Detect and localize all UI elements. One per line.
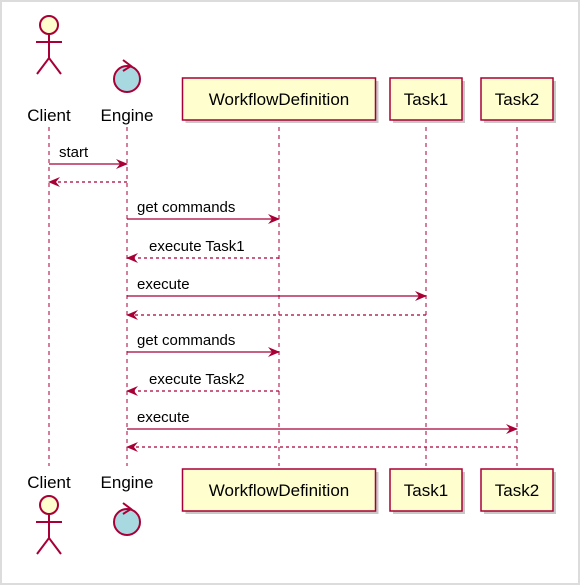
participant-name: Engine: [101, 106, 154, 125]
participant-box: [389, 77, 463, 121]
participant-box: [480, 468, 554, 512]
participant-task1-top: Task1: [389, 77, 465, 123]
actor-body: [36, 34, 62, 75]
participant-box: [181, 468, 377, 512]
actor-body: [36, 514, 62, 555]
participant-name: Task2: [495, 481, 539, 500]
participant-name: Task1: [404, 481, 448, 500]
participant-client-bottom: Client: [27, 473, 71, 555]
participant-box: [181, 77, 377, 121]
message-label: get commands: [137, 199, 235, 216]
participant-task2-top: Task2: [480, 77, 556, 123]
participant-name: Client: [27, 106, 71, 125]
message-label: start: [59, 144, 89, 161]
message-8: execute Task2: [126, 371, 279, 396]
participant-name: WorkflowDefinition: [209, 90, 349, 109]
message-9: execute: [127, 409, 518, 434]
participant-name: Client: [27, 473, 71, 492]
participant-box: [480, 77, 554, 121]
message-5: execute: [127, 276, 427, 301]
participant-name: Task1: [404, 90, 448, 109]
participant-name: Task2: [495, 90, 539, 109]
control-arrow: [122, 59, 133, 72]
participant-heads-bottom: Client Engine WorkflowDefinition Task1 Task2: [27, 468, 556, 555]
participant-heads-top: Client Engine WorkflowDefinition Task1 Task2: [27, 15, 556, 125]
actor-head: [39, 15, 59, 35]
participant-workflow-top: WorkflowDefinition: [181, 77, 379, 123]
message-4: execute Task1: [126, 238, 279, 263]
participant-box: [389, 468, 463, 512]
message-label: execute: [137, 276, 190, 293]
control-circle: [113, 65, 141, 93]
participant-name: WorkflowDefinition: [209, 481, 349, 500]
message-label: execute Task1: [149, 238, 245, 255]
message-3: get commands: [127, 199, 280, 224]
participant-client-top: Client: [27, 15, 71, 125]
control-arrow: [122, 502, 133, 515]
participant-task1-bottom: Task1: [389, 468, 465, 514]
participant-name: Engine: [101, 473, 154, 492]
message-label: execute Task2: [149, 371, 245, 388]
messages: start get commands execute Task1 execute get…: [48, 144, 518, 452]
actor-head: [39, 495, 59, 515]
message-label: execute: [137, 409, 190, 426]
control-circle: [113, 508, 141, 536]
participant-task2-bottom: Task2: [480, 468, 556, 514]
message-label: get commands: [137, 332, 235, 349]
participant-engine-bottom: Engine: [101, 473, 154, 536]
participant-engine-top: Engine: [101, 59, 154, 125]
message-7: get commands: [127, 332, 280, 357]
message-1: start: [49, 144, 128, 169]
participant-workflow-bottom: WorkflowDefinition: [181, 468, 379, 514]
